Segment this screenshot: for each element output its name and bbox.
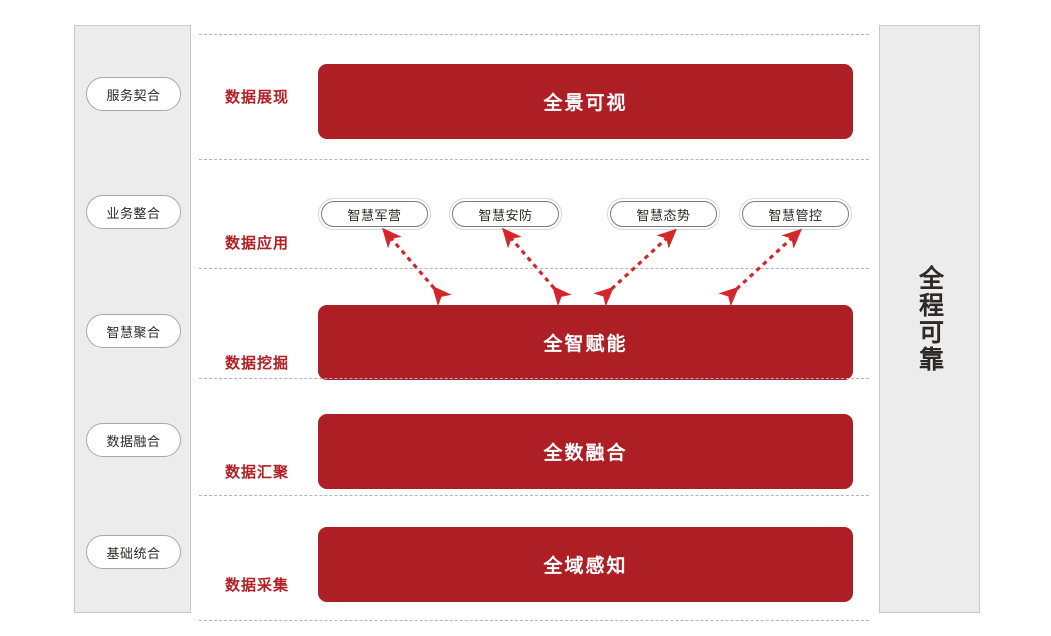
app-pill-inner: 智慧态势: [610, 201, 717, 227]
stage-pill-label: 服务契合: [106, 88, 161, 104]
app-pill-inner: 智慧安防: [452, 201, 559, 227]
row-label: 数据应用: [224, 234, 289, 252]
row-divider-4: [199, 495, 869, 496]
capability-bar-label: 全智赋能: [543, 333, 628, 355]
capability-bar-label: 全景可视: [543, 92, 628, 114]
row-divider-bottom: [199, 620, 869, 621]
stage-pill-label: 数据融合: [106, 434, 161, 450]
row-label: 数据展现: [224, 88, 289, 106]
stage-column-panel: 服务契合 业务整合 智慧聚合 数据融合 基础统合: [74, 25, 191, 613]
stage-pill-label: 业务整合: [106, 206, 161, 222]
row-divider-2: [199, 268, 869, 269]
row-label: 数据采集: [224, 576, 289, 594]
app-pill-label: 智慧态势: [636, 208, 691, 224]
stage-pill-5[interactable]: 基础统合: [86, 535, 181, 569]
row-divider-3: [199, 378, 869, 379]
stage-pill-4[interactable]: 数据融合: [86, 423, 181, 457]
stage-pill-1[interactable]: 服务契合: [86, 77, 181, 111]
capability-bar-fusion[interactable]: 全数融合: [318, 414, 853, 489]
reliability-panel-label: 全程可靠: [915, 265, 945, 373]
capability-bar-label: 全域感知: [543, 555, 628, 577]
stage-pill-3[interactable]: 智慧聚合: [86, 314, 181, 348]
app-pill-inner: 智慧军营: [321, 201, 428, 227]
capability-bar-perception[interactable]: 全域感知: [318, 527, 853, 602]
app-pill-smart-situation[interactable]: 智慧态势: [607, 198, 720, 230]
app-pill-label: 智慧安防: [478, 208, 533, 224]
capability-bar-intelligence[interactable]: 全智赋能: [318, 305, 853, 380]
app-pill-smart-security[interactable]: 智慧安防: [449, 198, 562, 230]
capability-bar-panoramic[interactable]: 全景可视: [318, 64, 853, 139]
row-label: 数据汇聚: [224, 463, 289, 481]
stage-pill-label: 智慧聚合: [106, 325, 161, 341]
app-pill-smart-control[interactable]: 智慧管控: [739, 198, 852, 230]
layer-rows: 数据展现 全景可视 数据应用 智慧军营 智慧安防 智慧态势: [199, 25, 869, 621]
app-pill-smart-barracks[interactable]: 智慧军营: [318, 198, 431, 230]
row-divider-top: [199, 34, 869, 35]
row-divider-1: [199, 159, 869, 160]
app-pill-label: 智慧军营: [347, 208, 402, 224]
stage-pill-2[interactable]: 业务整合: [86, 195, 181, 229]
reliability-panel: 全程可靠: [879, 25, 980, 613]
capability-bar-label: 全数融合: [543, 442, 628, 464]
row-label: 数据挖掘: [224, 354, 289, 372]
app-pill-label: 智慧管控: [768, 208, 823, 224]
app-pill-inner: 智慧管控: [742, 201, 849, 227]
stage-pill-label: 基础统合: [106, 546, 161, 562]
